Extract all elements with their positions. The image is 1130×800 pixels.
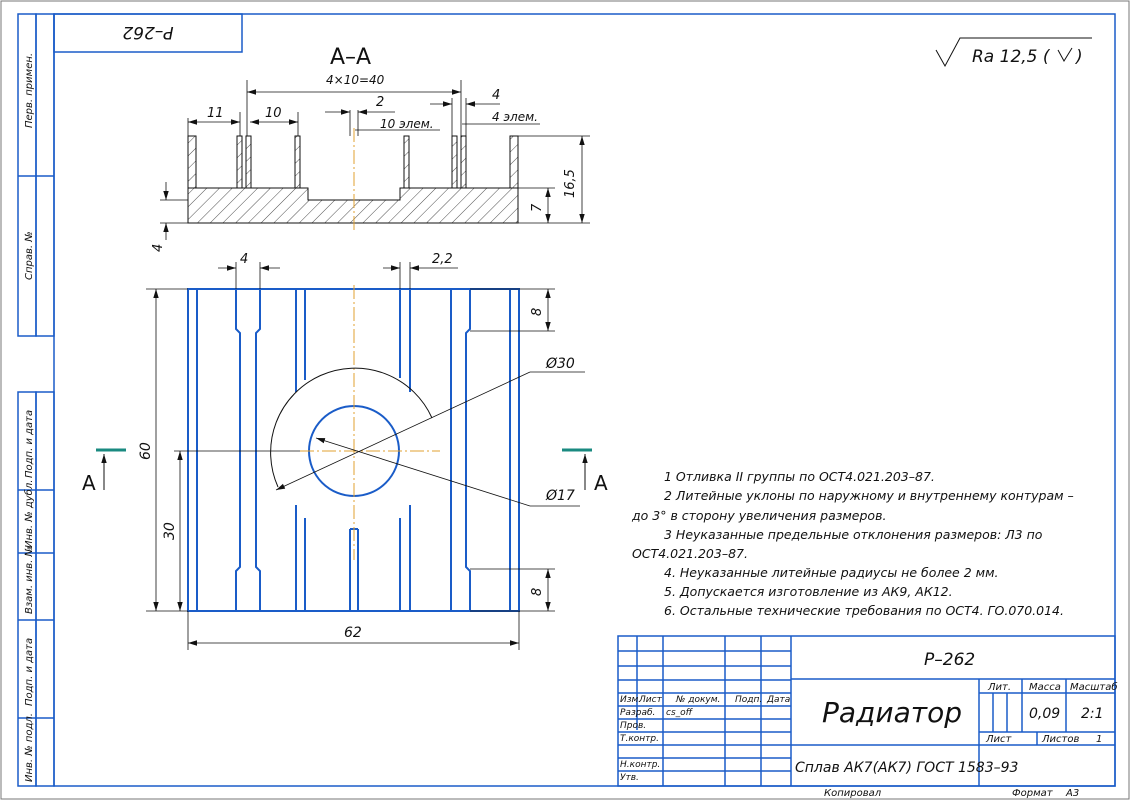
drawing-frame	[53, 13, 1116, 787]
note-2: 2 Литейные уклоны по наружному и внутрен…	[664, 488, 1074, 503]
side-label-orig-inv: Инв. № подл.	[24, 713, 35, 782]
sheets-value: 1	[1096, 734, 1102, 745]
dim-16-5: 16,5	[563, 169, 578, 198]
side-label-first-use: Перв. примен.	[24, 53, 35, 128]
format-label: Формат	[1012, 788, 1054, 799]
section-mark-right-label: А	[594, 471, 608, 495]
plan-dimensions: 4 2,2 8 8 60 30 62 Ø30 Ø17	[138, 252, 585, 650]
hdr-date: Дата	[766, 695, 790, 705]
side-label-replace-inv: Взам. инв. №	[24, 546, 35, 614]
mass-value: 0,09	[1029, 706, 1060, 722]
dim-h30: 30	[162, 522, 178, 540]
dim-h60: 60	[138, 442, 154, 460]
dim-4-top: 4	[492, 88, 500, 103]
side-label-ref: Справ. №	[24, 231, 35, 280]
hdr-sign: Подп.	[735, 695, 762, 705]
section-mark-left: А	[82, 448, 126, 495]
note-4: 4. Неуказанные литейные радиусы не более…	[664, 565, 998, 580]
plan-view	[187, 285, 520, 612]
note-1: 1 Отливка II группы по ОСТ4.021.203–87.	[664, 469, 935, 484]
side-label-sign-date-2: Подп. и дата	[24, 638, 35, 706]
role-checked: Пров.	[620, 721, 646, 731]
scale-label: Масштаб	[1070, 681, 1118, 693]
dim-w22: 2,2	[432, 252, 453, 267]
designation-box	[53, 13, 243, 53]
note-6: 6. Остальные технические требования по О…	[664, 603, 1064, 618]
note-5: 5. Допускается изготовление из АК9, АК12…	[664, 584, 953, 599]
side-label-sign-date: Подп. и дата	[24, 410, 35, 478]
hdr-sheet: Лист	[638, 695, 663, 705]
role-approved: Утв.	[620, 773, 639, 783]
note-2-cont: до 3° в сторону увеличения размеров.	[631, 508, 886, 523]
note-3-cont: ОСТ4.021.203–87.	[632, 546, 748, 561]
scale-value: 2:1	[1081, 706, 1104, 722]
dim-11: 11	[207, 106, 224, 121]
dim-2: 2	[376, 95, 384, 110]
dim-10: 10	[265, 106, 282, 121]
role-developer: Разраб.	[620, 708, 655, 718]
role-norm-control: Н.контр.	[620, 760, 660, 770]
section-view: 4×10=40 11 10 2 10 элем. 4 4 элем. 16,5 …	[151, 73, 590, 252]
dim-dia17: Ø17	[545, 488, 575, 504]
section-mark-left-label: А	[82, 471, 96, 495]
dim-h8-bottom: 8	[530, 588, 545, 596]
lit-label: Лит.	[987, 682, 1011, 693]
dim-w4: 4	[240, 252, 248, 267]
material: Сплав АК7(АК7) ГОСТ 1583–93	[795, 760, 1018, 776]
part-name: Радиатор	[822, 696, 962, 729]
section-title: А–А	[330, 45, 371, 70]
dim-dia30: Ø30	[545, 356, 575, 372]
hdr-doc: № докум.	[675, 695, 720, 705]
title-code: Р–262	[924, 650, 975, 670]
note-3: 3 Неуказанные предельные отклонения разм…	[664, 527, 1043, 542]
dim-w62: 62	[344, 625, 362, 641]
designation-rotated: Р–262	[122, 22, 173, 42]
side-strip: Перв. примен. Справ. № Подп. и дата Инв.…	[17, 13, 55, 787]
mass-label: Масса	[1029, 682, 1061, 693]
title-block: Р–262 Радиатор Сплав АК7(АК7) ГОСТ 1583–…	[617, 635, 1118, 787]
section-mark-right: А	[562, 448, 608, 495]
dim-7: 7	[530, 203, 545, 212]
dim-pitch: 4×10=40	[326, 73, 385, 87]
format-value: А3	[1065, 788, 1079, 799]
dim-elem10: 10 элем.	[380, 117, 434, 131]
dim-h8-top: 8	[530, 308, 545, 316]
technical-notes: 1 Отливка II группы по ОСТ4.021.203–87. …	[631, 469, 1074, 618]
svg-text:): )	[1074, 47, 1083, 67]
role-tech-control: Т.контр.	[620, 734, 659, 744]
copied-label: Копировал	[824, 788, 882, 799]
hdr-change: Изм.	[620, 695, 641, 705]
roughness-symbol: Ra 12,5 ( )	[935, 37, 1092, 68]
dim-elem4: 4 элем.	[492, 110, 538, 124]
sheets-label: Листов	[1041, 734, 1079, 745]
dim-4-left: 4	[151, 244, 166, 252]
developer-name: cs_off	[666, 708, 694, 718]
side-label-dup-inv: Инв. № дубл.	[23, 480, 35, 548]
roughness-text: Ra 12,5 (	[972, 47, 1051, 67]
sheet-label: Лист	[985, 734, 1013, 745]
